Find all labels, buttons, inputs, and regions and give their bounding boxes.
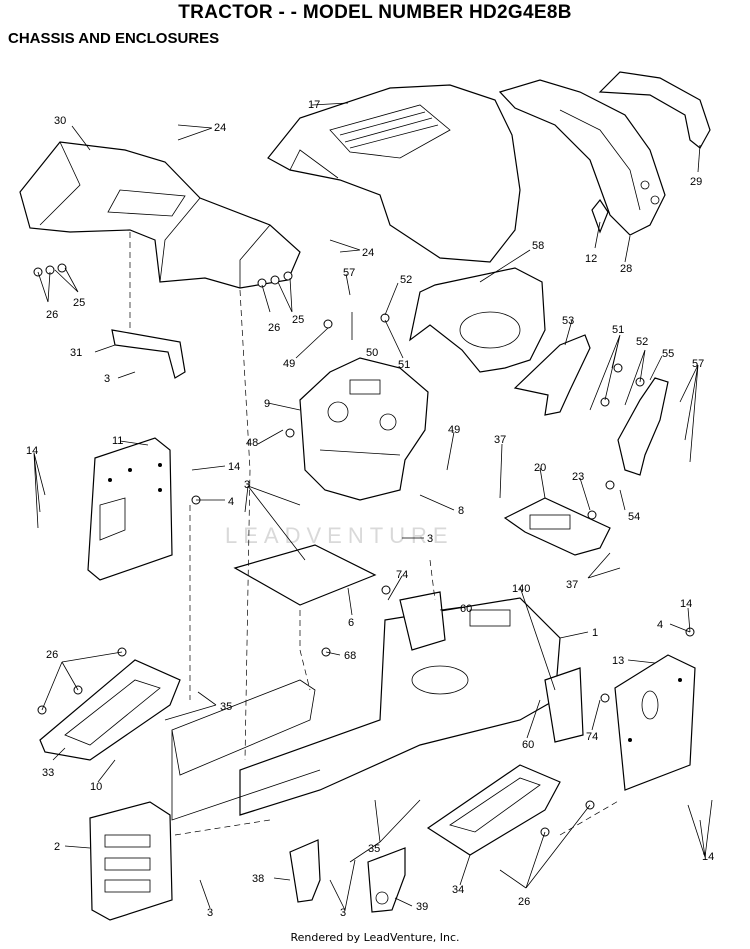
part-33-left-footrest[interactable] (39, 659, 181, 761)
callout-11: 11 (112, 435, 123, 447)
callout-53: 53 (562, 315, 574, 327)
callout-48: 48 (246, 437, 258, 449)
callout-2: 2 (54, 841, 60, 853)
callout-29: 29 (690, 176, 702, 188)
part-11-left-side-panel[interactable] (87, 437, 173, 581)
watermark: LEADVENTURE (225, 523, 454, 548)
callout-51: 51 (398, 359, 410, 371)
part-38-bracket[interactable] (289, 839, 321, 903)
part-34-right-footrest[interactable] (426, 764, 561, 856)
callout-26: 26 (46, 309, 58, 321)
part-6-floor-plate[interactable] (233, 544, 377, 606)
callout-33: 33 (42, 767, 54, 779)
callout-35: 35 (368, 843, 380, 855)
callout-54: 54 (628, 511, 640, 523)
callout-49: 49 (283, 358, 295, 370)
callout-39: 39 (416, 901, 428, 913)
part-12-latch[interactable] (591, 198, 609, 234)
callout-49: 49 (448, 424, 460, 436)
callout-23: 23 (572, 471, 584, 483)
callout-14: 14 (702, 851, 714, 863)
callout-140: 140 (512, 583, 530, 595)
part-17-hood[interactable] (267, 84, 521, 263)
callout-14: 14 (228, 461, 240, 473)
callout-10: 10 (90, 781, 102, 793)
diagram-subtitle: CHASSIS AND ENCLOSURES (8, 30, 220, 47)
callout-24: 24 (362, 247, 374, 259)
callout-35: 35 (220, 701, 232, 713)
footer-credit: Rendered by LeadVenture, Inc. (290, 931, 460, 944)
part-39-bracket[interactable] (367, 847, 406, 913)
part-28-grille[interactable] (498, 79, 666, 236)
callout-12: 12 (585, 253, 597, 265)
callout-38: 38 (252, 873, 264, 885)
callout-3: 3 (427, 533, 433, 545)
part-29-nose-trim[interactable] (598, 71, 711, 149)
callout-14: 14 (26, 445, 38, 457)
callout-4: 4 (228, 496, 234, 508)
callout-51: 51 (612, 324, 624, 336)
part-2-rear-panel[interactable] (89, 801, 173, 921)
callout-26: 26 (518, 896, 530, 908)
callout-14: 14 (680, 598, 692, 610)
callout-3: 3 (340, 907, 346, 919)
alignment-lines (129, 232, 621, 836)
callout-57: 57 (343, 267, 355, 279)
callout-68: 68 (344, 650, 356, 662)
callout-28: 28 (620, 263, 632, 275)
callout-24: 24 (214, 122, 226, 134)
part-13-right-side-panel[interactable] (614, 654, 696, 791)
callout-3: 3 (104, 373, 110, 385)
callout-9: 9 (264, 398, 270, 410)
callout-37: 37 (566, 579, 578, 591)
callout-1: 1 (592, 627, 598, 639)
callout-52: 52 (400, 274, 412, 286)
part-55-bracket[interactable] (617, 377, 669, 476)
callout-60: 60 (522, 739, 534, 751)
callout-6: 6 (348, 617, 354, 629)
callout-55: 55 (662, 348, 674, 360)
part-58-dash-panel[interactable] (409, 267, 546, 373)
callout-25: 25 (73, 297, 85, 309)
part-53-bracket[interactable] (513, 334, 591, 416)
callout-17: 17 (308, 99, 320, 111)
callout-labels: 30 24 17 29 24 25 26 25 26 57 52 58 12 2… (26, 99, 714, 919)
callout-13: 13 (612, 655, 624, 667)
callout-50: 50 (366, 347, 378, 359)
part-31-bracket[interactable] (111, 329, 186, 379)
callout-34: 34 (452, 884, 464, 896)
callout-60: 60 (460, 603, 472, 615)
diagram-title: TRACTOR - - MODEL NUMBER HD2G4E8B (178, 2, 572, 23)
part-9-console[interactable] (299, 357, 429, 501)
callout-30: 30 (54, 115, 66, 127)
part-1-main-frame[interactable] (171, 597, 561, 821)
callout-31: 31 (70, 347, 82, 359)
callout-3: 3 (207, 907, 213, 919)
part-20-plate[interactable] (503, 497, 611, 556)
callout-26: 26 (268, 322, 280, 334)
callout-8: 8 (458, 505, 464, 517)
callout-3: 3 (244, 479, 250, 491)
callout-25: 25 (292, 314, 304, 326)
callout-52: 52 (636, 336, 648, 348)
callout-74: 74 (396, 569, 408, 581)
callout-37: 37 (494, 434, 506, 446)
part-60-bracket[interactable] (399, 591, 584, 743)
callout-4: 4 (657, 619, 663, 631)
callout-26: 26 (46, 649, 58, 661)
callout-20: 20 (534, 462, 546, 474)
leader-lines (33, 102, 713, 911)
callout-58: 58 (532, 240, 544, 252)
callout-74: 74 (586, 731, 598, 743)
callout-57: 57 (692, 358, 704, 370)
